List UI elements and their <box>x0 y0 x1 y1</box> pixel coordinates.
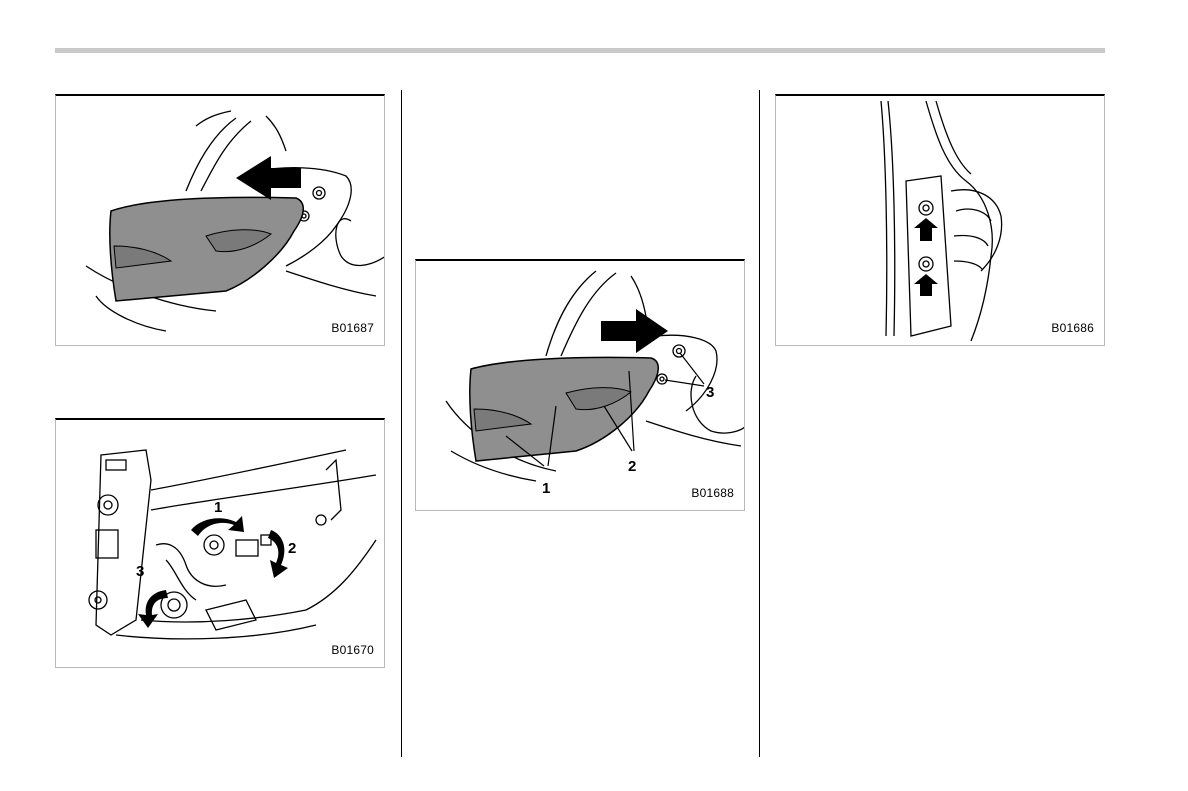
bulb-socket-illustration: 1 2 3 <box>56 420 385 668</box>
figure-code: B01687 <box>331 321 374 335</box>
figure-tail-lamp-removal: B01687 <box>55 94 385 346</box>
figure-code: B01670 <box>331 643 374 657</box>
tail-lamp-clips-illustration: 1 2 3 <box>416 261 745 511</box>
figure-code: B01686 <box>1051 321 1094 335</box>
header-rule <box>55 48 1105 53</box>
figure-code: B01688 <box>691 486 734 500</box>
column-divider-right <box>759 90 760 757</box>
tail-lamp-bolts-illustration <box>776 96 1105 346</box>
callout-3: 3 <box>136 563 144 580</box>
callout-3: 3 <box>706 384 714 401</box>
callout-1: 1 <box>214 499 222 516</box>
figure-bulb-socket-removal: 1 2 3 B01670 <box>55 418 385 668</box>
figure-tail-lamp-clips: 1 2 3 B01688 <box>415 259 745 511</box>
tail-lamp-illustration <box>56 96 385 346</box>
callout-2: 2 <box>628 458 636 475</box>
column-divider-left <box>401 90 402 757</box>
callout-2: 2 <box>288 540 296 557</box>
figure-tail-lamp-bolts: B01686 <box>775 94 1105 346</box>
callout-1: 1 <box>542 480 550 497</box>
